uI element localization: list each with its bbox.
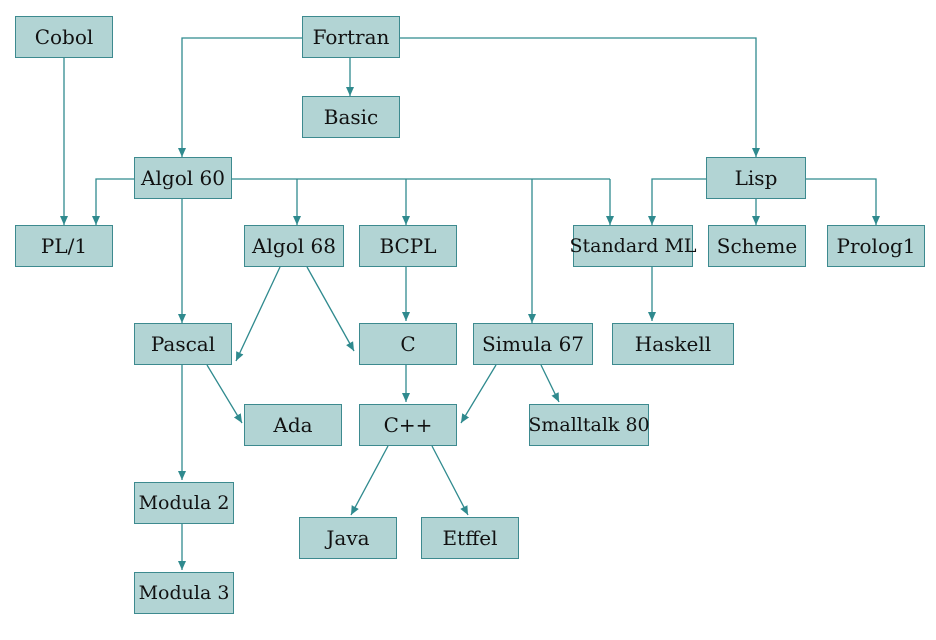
node-c: C: [359, 323, 457, 365]
edge-pascal-ada: [206, 364, 243, 424]
node-algol68: Algol 68: [244, 225, 344, 267]
node-standard-ml: Standard ML: [569, 225, 697, 267]
edge-fortran-lisp: [400, 37, 760, 157]
node-modula3: Modula 3: [134, 572, 234, 614]
node-fortran: Fortran: [302, 16, 400, 58]
node-java: Java: [299, 517, 397, 559]
node-basic: Basic: [302, 96, 400, 138]
edge-lisp-prolog: [806, 178, 880, 225]
node-pascal: Pascal: [134, 323, 232, 365]
node-prolog: Prolog1: [827, 225, 925, 267]
node-etffel: Etffel: [421, 517, 519, 559]
edge-cpp-etffel: [431, 445, 469, 516]
node-cpp: C++: [359, 404, 457, 446]
node-haskell: Haskell: [612, 323, 734, 365]
edge-lisp-standardml: [648, 178, 706, 225]
node-smalltalk80: Smalltalk 80: [528, 404, 650, 446]
node-modula2: Modula 2: [134, 482, 234, 524]
node-ada: Ada: [244, 404, 342, 446]
edge-cpp-java: [350, 445, 389, 516]
edge-algol60-pl1: [92, 178, 134, 225]
edge-algol68-c: [306, 266, 355, 352]
node-algol60: Algol 60: [134, 157, 232, 199]
edge-fortran-algol60: [178, 37, 302, 157]
edge-algol68-pascal: [235, 266, 281, 362]
node-pl1: PL/1: [15, 225, 113, 267]
edge-simula67-smalltalk80: [540, 364, 560, 403]
node-bcpl: BCPL: [359, 225, 457, 267]
node-lisp: Lisp: [706, 157, 806, 199]
edge-simula67-cpp: [460, 364, 497, 424]
node-cobol: Cobol: [15, 16, 113, 58]
node-simula67: Simula 67: [473, 323, 593, 365]
node-scheme: Scheme: [708, 225, 806, 267]
